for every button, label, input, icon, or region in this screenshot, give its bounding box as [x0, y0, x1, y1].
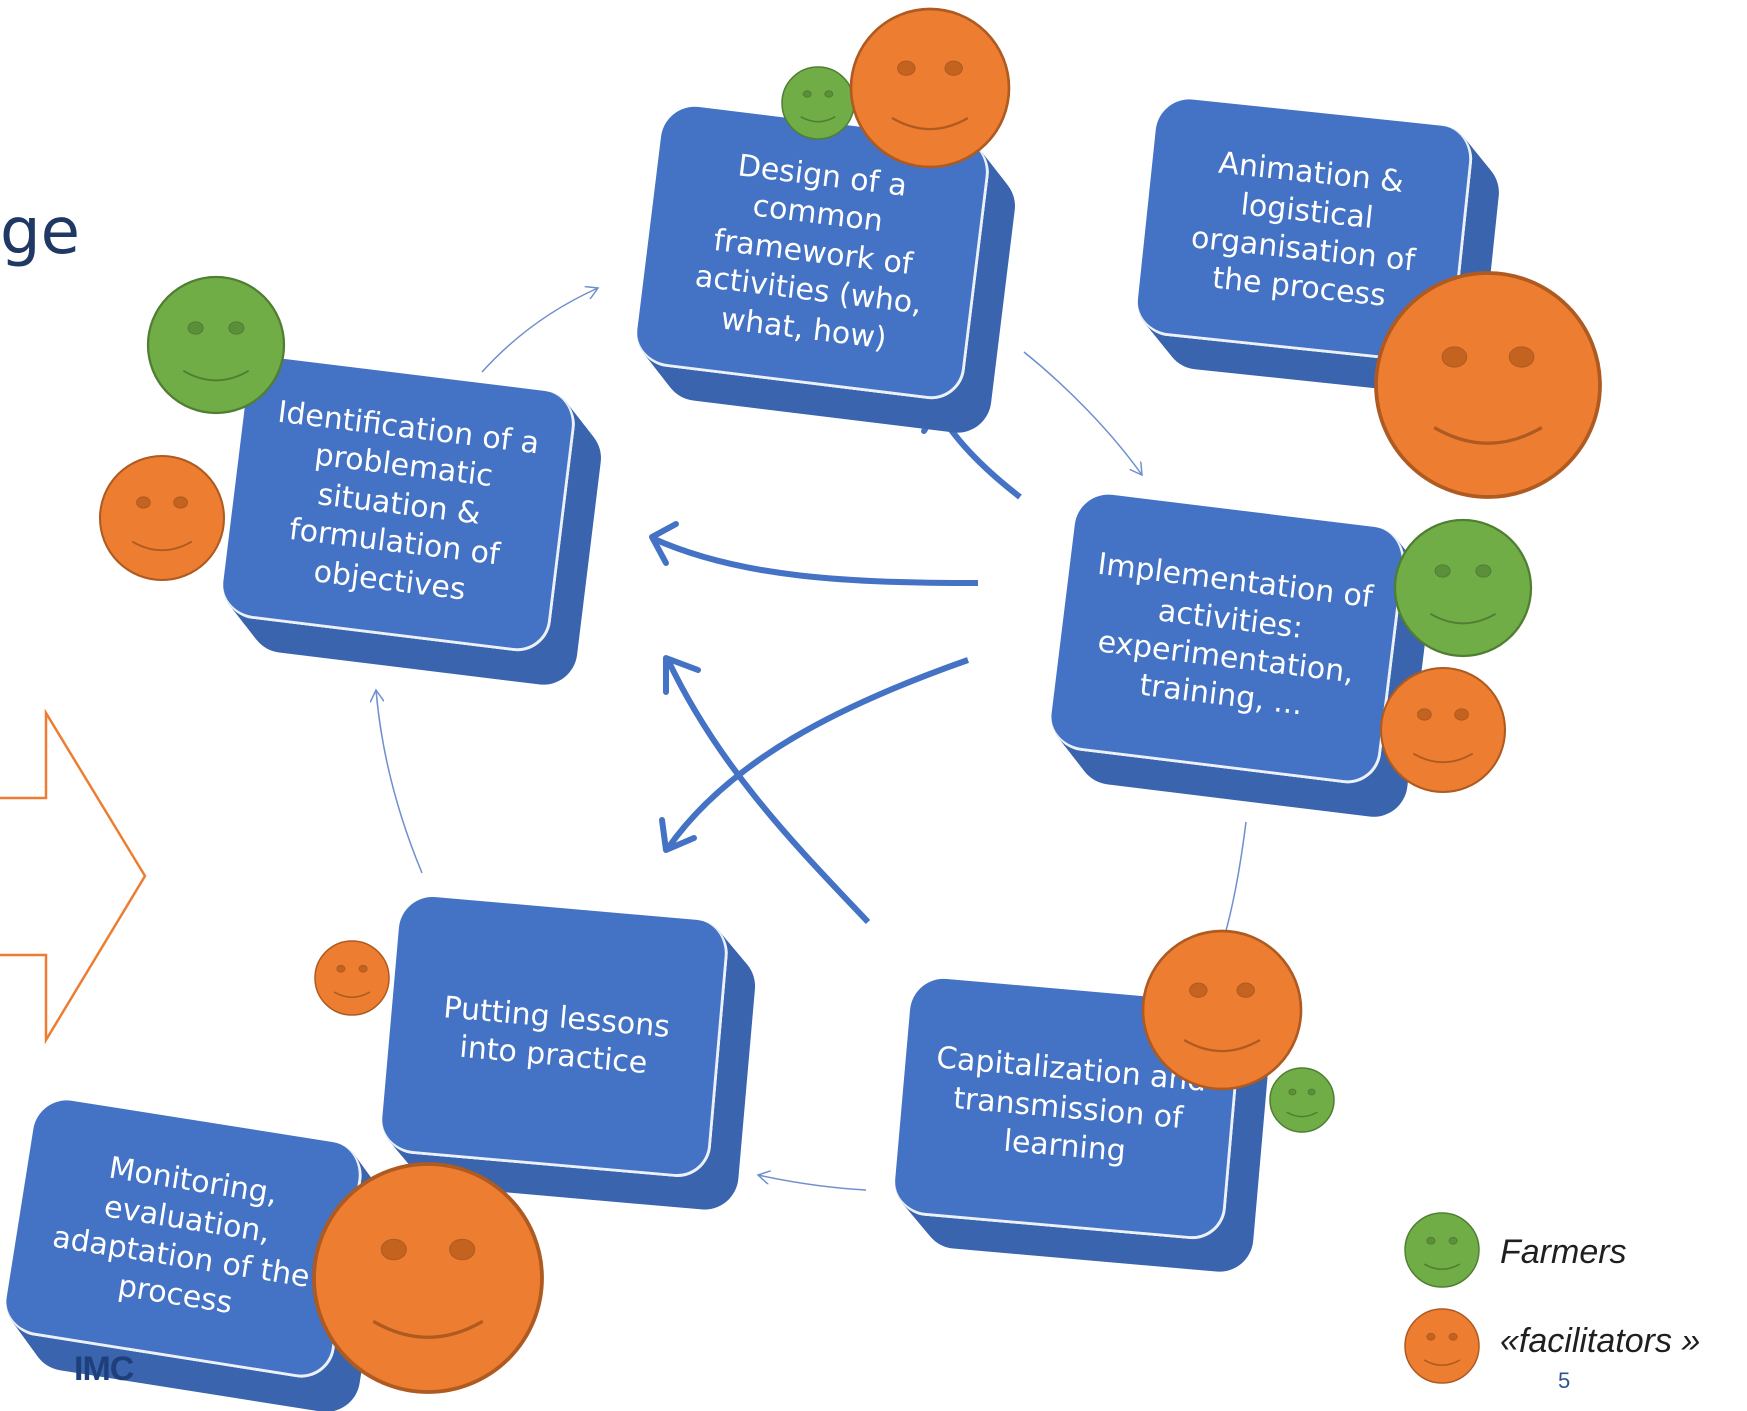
box-design-label: Design of a common framework of activiti… — [693, 148, 924, 357]
box-monitoring-label: Monitoring, evaluation, adaptation of th… — [50, 1150, 313, 1322]
feedback-arrow-capitalization-to-identification — [665, 658, 871, 925]
feedback-arrow-to-identification-head — [649, 521, 679, 566]
box-putting-label: Putting lessons into practice — [442, 989, 672, 1082]
box-identification-label: Identification of a problematic situatio… — [275, 394, 542, 608]
large-arrow-outline — [0, 708, 147, 1045]
box-implementation: Implementation of activities: experiment… — [1047, 490, 1409, 788]
feedback-arrow-to-design-head — [921, 405, 965, 434]
feedback-arrow-to-putting — [665, 657, 969, 850]
box-design: Design of a common framework of activiti… — [633, 102, 993, 404]
legend-label-farmers: Farmers — [1500, 1233, 1627, 1271]
page-number: 5 — [1558, 1368, 1571, 1393]
connector-capitalization-to-putting — [758, 1175, 867, 1191]
box-implementation-label: Implementation of activities: experiment… — [1095, 546, 1375, 723]
feedback-arrow-capitalization-to-identification-head — [663, 655, 701, 695]
box-identification: Identification of a problematic situatio… — [219, 354, 579, 656]
connector-design-to-implementation — [1023, 351, 1142, 475]
connector-identification-to-design — [481, 288, 598, 373]
legend-label-facilitators: «facilitators » — [1500, 1322, 1701, 1360]
connector-putting-to-identification — [376, 690, 423, 874]
feedback-arrow-to-putting-head — [659, 817, 697, 853]
box-animation-label: Animation & logistical organisation of t… — [1189, 145, 1417, 315]
imc-logo: IMC — [74, 1352, 192, 1396]
box-capitalization: Capitalization and transmission of learn… — [892, 975, 1244, 1243]
feedback-arrow-to-design — [935, 408, 1022, 500]
box-putting: Putting lessons into practice — [379, 894, 731, 1180]
title-fragment: ge — [0, 195, 80, 269]
box-capitalization-label: Capitalization and transmission of learn… — [934, 1040, 1208, 1170]
box-animation: Animation & logistical organisation of t… — [1134, 96, 1476, 366]
imc-logo-mark: IMC — [74, 1350, 134, 1388]
feedback-arrow-to-identification — [650, 535, 979, 586]
connector-implementation-to-capitalization — [1223, 821, 1247, 939]
